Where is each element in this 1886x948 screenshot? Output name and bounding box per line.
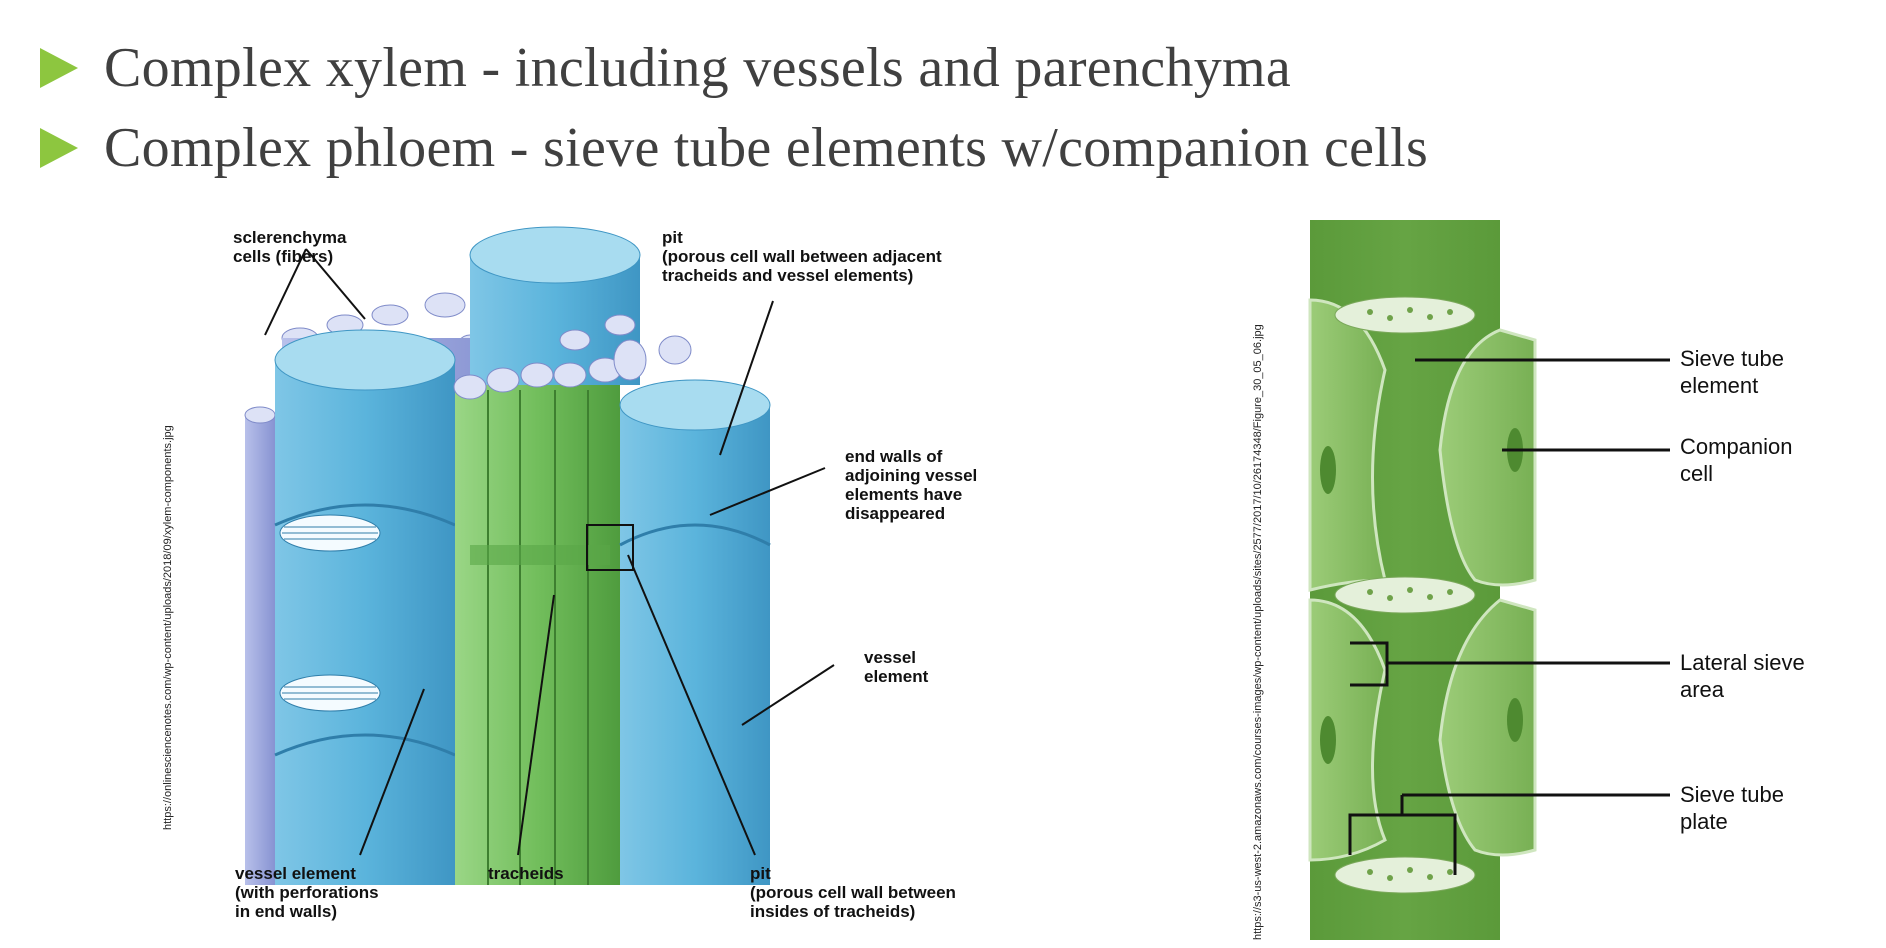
vessel-perforations-label: vessel element bbox=[235, 864, 356, 883]
xylem-diagram: sclerenchyma cells (fibers) pit (porous … bbox=[220, 215, 1040, 935]
lateral-sieve-area-label: Lateral sieve bbox=[1680, 650, 1805, 675]
pit-top-label: tracheids and vessel elements) bbox=[662, 266, 913, 285]
bullet-item: Complex xylem - including vessels and pa… bbox=[40, 28, 1428, 108]
sieve-tube-element-label: Sieve tube bbox=[1680, 346, 1784, 371]
tracheids-bundle bbox=[454, 358, 621, 885]
pit-bottom-label: (porous cell wall between bbox=[750, 883, 956, 902]
sclerenchyma-label: cells (fibers) bbox=[233, 247, 333, 266]
pit-top-label: (porous cell wall between adjacent bbox=[662, 247, 942, 266]
end-walls-label: elements have bbox=[845, 485, 962, 504]
vessel-perforations-label: in end walls) bbox=[235, 902, 337, 921]
companion-cell-label: Companion bbox=[1680, 434, 1793, 459]
bullet-item: Complex phloem - sieve tube elements w/c… bbox=[40, 108, 1428, 188]
tracheids-label: tracheids bbox=[488, 864, 564, 883]
vessel-element-label: vessel bbox=[864, 648, 916, 667]
vessel-perforations-label: (with perforations bbox=[235, 883, 379, 902]
sieve-tube-element-label: element bbox=[1680, 373, 1758, 398]
vessel-element-left bbox=[275, 330, 455, 885]
pit-top-label: pit bbox=[662, 228, 683, 247]
bullet-arrow-icon bbox=[40, 48, 78, 88]
vessel-element-label: element bbox=[864, 667, 929, 686]
pit-bottom-label: insides of tracheids) bbox=[750, 902, 915, 921]
phloem-source-url: https://s3-us-west-2.amazonaws.com/cours… bbox=[1252, 324, 1264, 940]
end-walls-label: end walls of bbox=[845, 447, 943, 466]
companion-cell-label: cell bbox=[1680, 461, 1713, 486]
sclerenchyma-label: sclerenchyma bbox=[233, 228, 347, 247]
vessel-element-right bbox=[614, 336, 770, 885]
pit-bottom-label: pit bbox=[750, 864, 771, 883]
end-walls-label: disappeared bbox=[845, 504, 945, 523]
end-walls-label: adjoining vessel bbox=[845, 466, 977, 485]
xylem-source-url: https://onlinesciencenotes.com/wp-conten… bbox=[162, 425, 174, 830]
bullet-list: Complex xylem - including vessels and pa… bbox=[40, 28, 1428, 188]
sieve-tube-plate-label: plate bbox=[1680, 809, 1728, 834]
bullet-text: Complex phloem - sieve tube elements w/c… bbox=[104, 116, 1428, 180]
phloem-diagram: Sieve tube element Companion cell Latera… bbox=[1290, 220, 1850, 940]
lateral-sieve-area-label: area bbox=[1680, 677, 1725, 702]
bullet-arrow-icon bbox=[40, 128, 78, 168]
sieve-tube-plate-label: Sieve tube bbox=[1680, 782, 1784, 807]
bullet-text: Complex xylem - including vessels and pa… bbox=[104, 36, 1291, 100]
